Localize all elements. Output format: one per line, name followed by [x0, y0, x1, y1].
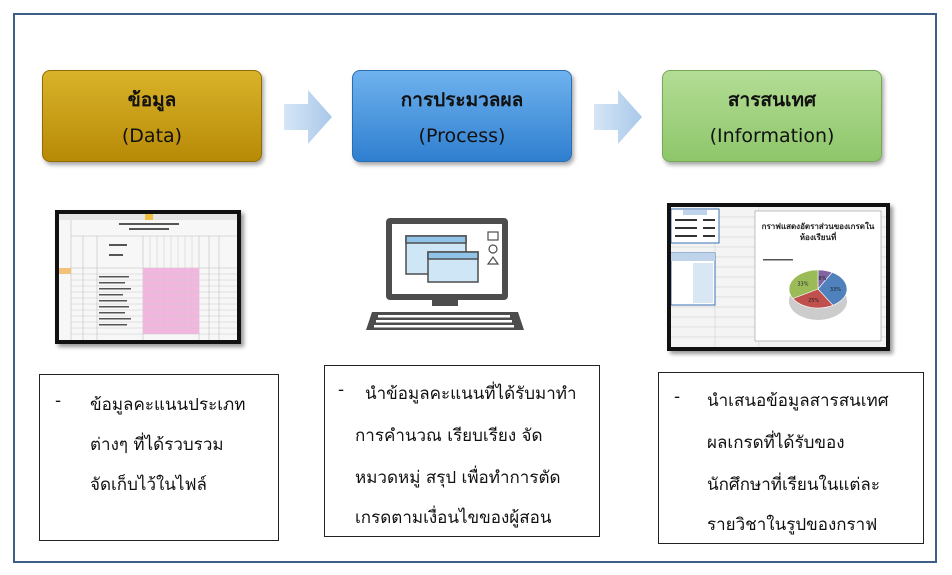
stage-process-title: การประมวลผล [400, 89, 524, 111]
description-line: นักศึกษาที่เรียนในแต่ละ [707, 475, 880, 495]
stage-information: สารสนเทศ (Information) [662, 70, 882, 162]
description-data: - ข้อมูลคะแนนประเภท ต่างๆ ที่ได้รวบรวม จ… [39, 374, 279, 541]
stage-process: การประมวลผล (Process) [352, 70, 572, 162]
bullet-dash: - [55, 391, 62, 411]
pie-slice-label: 33% [797, 281, 808, 287]
description-line: หมวดหมู่ สรุป เพื่อทำการตัด [355, 468, 561, 488]
description-line: ข้อมูลคะแนนประเภท [90, 395, 246, 415]
stage-information-subtitle: (Information) [709, 125, 835, 147]
description-line: นำข้อมูลคะแนนที่ได้รับมาทำ [365, 384, 577, 404]
pie-slice [817, 272, 848, 306]
description-line: เกรดตามเงื่อนไขของผู้สอน [355, 508, 552, 528]
description-information: - นำเสนอข้อมูลสารสนเทศ ผลเกรดที่ได้รับขอ… [658, 372, 924, 544]
pie-slice-label: 8% [818, 276, 826, 282]
description-line: ต่างๆ ที่ได้รวบรวม [90, 435, 224, 455]
arrow-right-icon [594, 90, 642, 144]
description-process: - นำข้อมูลคะแนนที่ได้รับมาทำ การคำนวณ เร… [324, 365, 600, 537]
pie-slice-label: 25% [808, 298, 819, 304]
pie-chart-report-image: กราฟแสดงอัตราส่วนของเกรดใน ห้องเรียนที่ … [667, 203, 890, 351]
pie-slice [792, 288, 834, 309]
stage-information-title: สารสนเทศ [727, 89, 817, 111]
report-chart-title: กราฟแสดงอัตราส่วนของเกรดใน [762, 221, 875, 231]
stage-process-subtitle: (Process) [418, 125, 506, 147]
description-line: จัดเก็บไว้ในไฟล์ [90, 475, 207, 495]
bullet-dash: - [674, 387, 681, 407]
stage-data-subtitle: (Data) [121, 125, 183, 147]
description-line: รายวิชาในรูปของกราฟ [707, 515, 878, 535]
arrow-right-icon [284, 90, 332, 144]
stage-data: ข้อมูล (Data) [42, 70, 262, 162]
computer-icon [366, 218, 524, 330]
bullet-dash: - [338, 380, 345, 400]
description-line: การคำนวณ เรียบเรียง จัด [355, 426, 543, 446]
description-line: ผลเกรดที่ได้รับของ [707, 433, 845, 453]
pie-slice [788, 269, 819, 299]
pie-slice-label: 33% [830, 287, 841, 293]
description-line: นำเสนอข้อมูลสารสนเทศ [707, 391, 889, 411]
stage-data-title: ข้อมูล [127, 89, 177, 111]
spreadsheet-image [55, 210, 241, 344]
report-chart-title: ห้องเรียนที่ [800, 231, 836, 242]
